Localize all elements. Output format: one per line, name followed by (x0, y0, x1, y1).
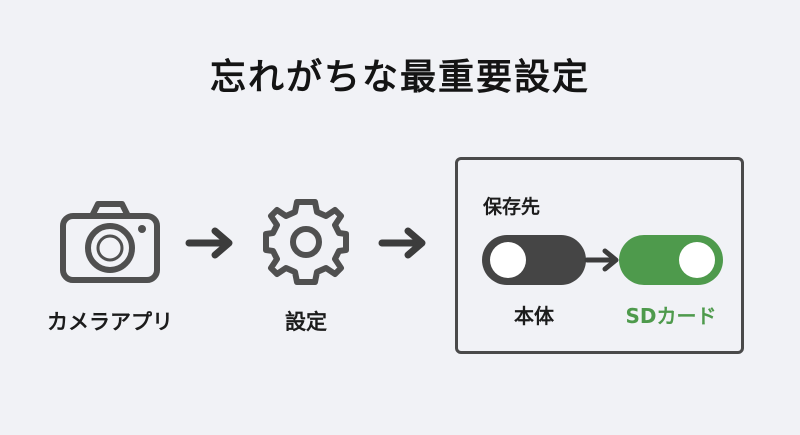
option-label-sd-card: SDカード (625, 304, 717, 328)
gear-icon (263, 199, 349, 285)
arrow-right-icon (378, 227, 426, 259)
camera-icon (60, 201, 160, 283)
toggle-knob (490, 242, 526, 278)
toggle-sd-card-on[interactable] (619, 235, 723, 285)
storage-destination-panel: 保存先 本体 SDカード (455, 157, 744, 354)
toggle-internal-off[interactable] (482, 235, 586, 285)
arrow-right-icon (584, 248, 619, 272)
step-label-settings: 設定 (285, 310, 327, 334)
step-label-camera-app: カメラアプリ (47, 310, 173, 334)
arrow-right-icon (185, 227, 233, 259)
toggle-knob (679, 242, 715, 278)
diagram-title: 忘れがちな最重要設定 (209, 57, 590, 98)
option-label-internal: 本体 (514, 304, 554, 328)
storage-title: 保存先 (483, 196, 541, 218)
